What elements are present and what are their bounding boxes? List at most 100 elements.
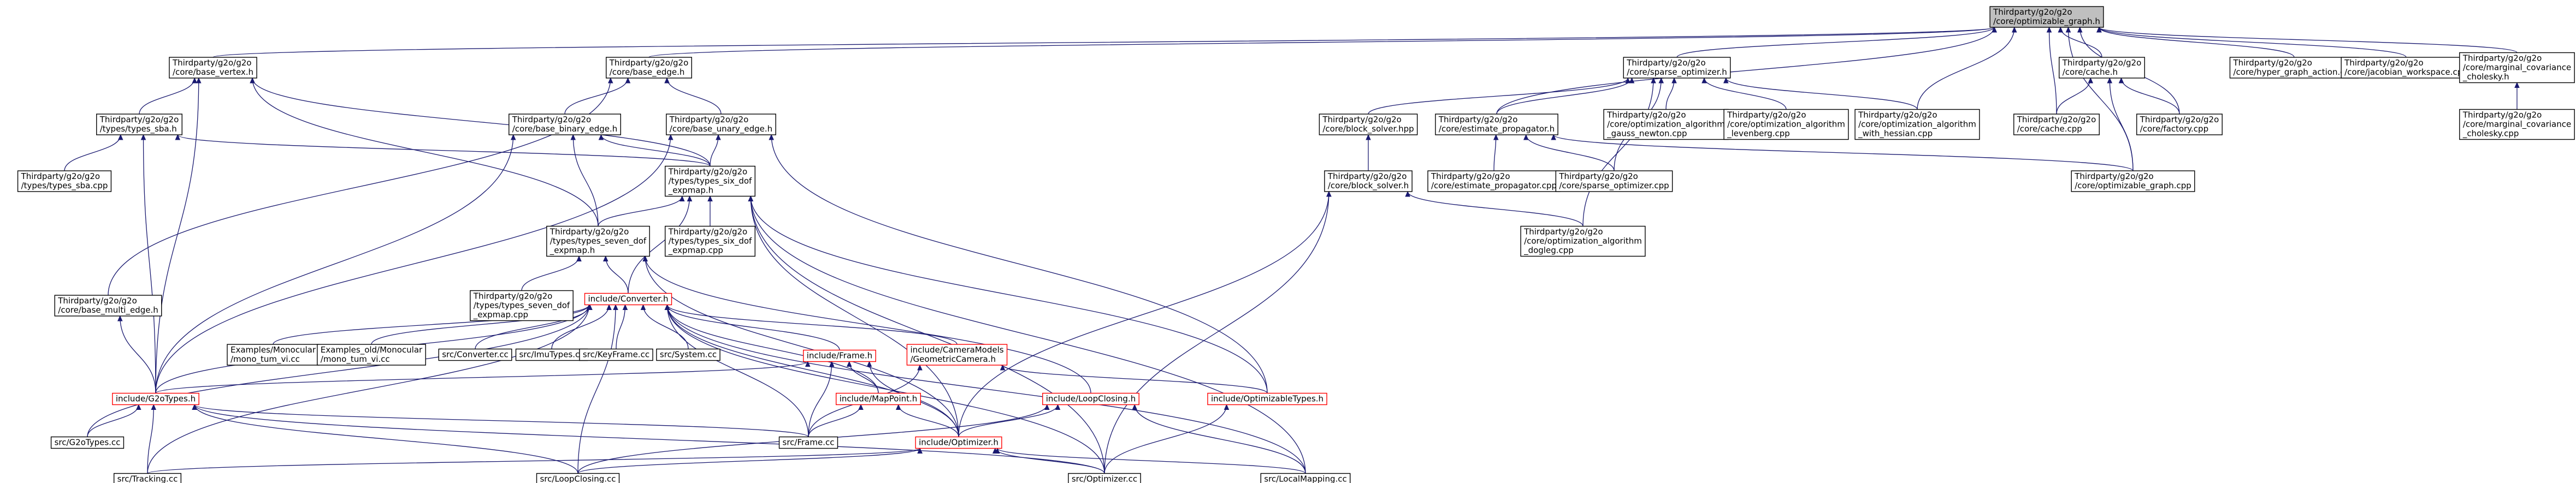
file-node-optimizer-h[interactable]: include/Optimizer.h (915, 436, 1002, 449)
file-node-estimate-propagator-cpp[interactable]: Thirdparty/g2o/g2o/core/estimate_propaga… (1427, 170, 1561, 192)
file-node-converter-cc[interactable]: src/Converter.cc (438, 348, 512, 361)
node-label-line: src/LocalMapping.cc (1264, 474, 1346, 483)
file-node-oa-gauss-newton-cpp[interactable]: Thirdparty/g2o/g2o/core/optimization_alg… (1603, 109, 1729, 140)
file-node-tracking-cc[interactable]: src/Tracking.cc (113, 473, 182, 483)
file-node-base-edge-h[interactable]: Thirdparty/g2o/g2o/core/base_edge.h (606, 57, 692, 79)
node-label-line: Thirdparty/g2o/g2o (668, 227, 748, 237)
include-edge (771, 134, 1268, 393)
node-label-line: /core/factory.cpp (2140, 124, 2208, 134)
file-node-types-six-dof-expmap-cpp[interactable]: Thirdparty/g2o/g2o/types/types_six_dof_e… (665, 225, 755, 257)
edge-arrowhead (769, 134, 774, 140)
node-box (665, 225, 755, 257)
edge-arrowhead (748, 195, 754, 201)
file-node-types-seven-dof-expmap-cpp[interactable]: Thirdparty/g2o/g2o/types/types_seven_dof… (470, 290, 574, 321)
file-node-base-unary-edge-h[interactable]: Thirdparty/g2o/g2o/core/base_unary_edge.… (666, 114, 776, 135)
file-node-cache-cpp[interactable]: Thirdparty/g2o/g2o/core/cache.cpp (2013, 114, 2100, 135)
file-node-optimizable-graph-cpp[interactable]: Thirdparty/g2o/g2o/core/optimizable_grap… (2071, 170, 2195, 192)
node-label-line: Thirdparty/g2o/g2o (1322, 115, 1402, 124)
file-node-oa-levenberg-cpp[interactable]: Thirdparty/g2o/g2o/core/optimization_alg… (1723, 109, 1849, 140)
file-node-optimizabletypes-h[interactable]: include/OptimizableTypes.h (1207, 392, 1327, 406)
edge-arrowhead (707, 195, 713, 201)
file-node-imutypes-cc[interactable]: src/ImuTypes.cc (515, 348, 588, 361)
file-node-types-sba-cpp[interactable]: Thirdparty/g2o/g2o/types/types_sba.cpp (17, 170, 112, 192)
file-node-types-sba-h[interactable]: Thirdparty/g2o/g2o/types/types_sba.h (96, 114, 182, 135)
file-node-marginal-covariance-cholesky-h[interactable]: Thirdparty/g2o/g2o/core/marginal_covaria… (2459, 52, 2575, 84)
include-edge (666, 305, 959, 437)
file-node-types-six-dof-expmap-h[interactable]: Thirdparty/g2o/g2o/types/types_six_dof_e… (665, 165, 755, 197)
file-node-base-multi-edge-h[interactable]: Thirdparty/g2o/g2o/core/base_multi_edge.… (54, 295, 162, 317)
file-node-jacobian-workspace-cpp[interactable]: Thirdparty/g2o/g2o/core/jacobian_workspa… (2341, 57, 2472, 79)
include-edge (139, 77, 195, 115)
include-edge (666, 305, 1306, 474)
edge-arrowhead (606, 304, 612, 310)
file-node-old-mono-tum-vi-cc[interactable]: Examples_old/Monocular/mono_tum_vi.cc (317, 344, 426, 366)
node-label-line: Thirdparty/g2o/g2o (2344, 58, 2424, 68)
file-node-cache-h[interactable]: Thirdparty/g2o/g2o/core/cache.h (2059, 57, 2145, 79)
node-label-line: include/G2oTypes.h (116, 394, 196, 404)
node-box (17, 170, 112, 192)
file-node-base-binary-edge-h[interactable]: Thirdparty/g2o/g2o/core/base_binary_edge… (509, 114, 621, 135)
node-label-line: include/Converter.h (588, 294, 668, 304)
node-label-line: Examples/Monocular (231, 345, 316, 355)
include-edge (572, 134, 599, 226)
file-node-g2otypes-h[interactable]: include/G2oTypes.h (112, 392, 199, 406)
node-box (113, 473, 182, 483)
file-node-g2otypes-cc[interactable]: src/G2oTypes.cc (50, 436, 125, 449)
file-node-frame-cc[interactable]: src/Frame.cc (778, 436, 838, 449)
node-label-line: _dogleg.cpp (1523, 246, 1574, 256)
node-label-line: Thirdparty/g2o/g2o (99, 115, 179, 124)
node-label-line: /core/estimate_propagator.h (1439, 124, 1555, 134)
file-node-optimizer-cc[interactable]: src/Optimizer.cc (1068, 473, 1141, 483)
edge-arrowhead (196, 77, 202, 84)
node-box (2136, 114, 2223, 135)
file-node-keyframe-cc[interactable]: src/KeyFrame.cc (579, 348, 653, 361)
node-label-line: src/KeyFrame.cc (583, 350, 649, 360)
file-node-oa-with-hessian-cpp[interactable]: Thirdparty/g2o/g2o/core/optimization_alg… (1854, 109, 1980, 140)
node-box (1324, 170, 1413, 192)
include-edge (1493, 134, 1497, 171)
edge-arrowhead (1551, 134, 1556, 140)
file-node-geometric-camera-h[interactable]: include/CameraModels/GeometricCamera.h (906, 344, 1008, 366)
node-label-line: Thirdparty/g2o/g2o (1438, 115, 1518, 124)
file-node-mappoint-h[interactable]: include/MapPoint.h (836, 392, 921, 406)
file-node-oa-dogleg-cpp[interactable]: Thirdparty/g2o/g2o/core/optimization_alg… (1520, 225, 1646, 257)
node-label-line: src/ImuTypes.cc (519, 350, 584, 360)
file-node-frame-h[interactable]: include/Frame.h (803, 349, 876, 362)
node-label-line: Thirdparty/g2o/g2o (21, 171, 101, 181)
file-node-mono-tum-vi-cc[interactable]: Examples/Monocular/mono_tum_vi.cc (227, 344, 320, 366)
file-node-optimizable-graph-h[interactable]: Thirdparty/g2o/g2o/core/optimizable_grap… (1989, 6, 2104, 28)
edge-arrowhead (2011, 26, 2017, 33)
file-node-hyper-graph-action-cpp[interactable]: Thirdparty/g2o/g2o/core/hyper_graph_acti… (2229, 57, 2359, 79)
file-node-block-solver-h[interactable]: Thirdparty/g2o/g2o/core/block_solver.h (1324, 170, 1413, 192)
file-node-localmapping-cc[interactable]: src/LocalMapping.cc (1260, 473, 1351, 483)
node-box (1723, 109, 1849, 140)
node-label-line: /core/estimate_propagator.cpp (1431, 181, 1557, 191)
file-node-converter-h[interactable]: include/Converter.h (584, 293, 672, 306)
file-node-types-seven-dof-expmap-h[interactable]: Thirdparty/g2o/g2o/types/types_seven_dof… (546, 225, 650, 257)
file-node-loopclosing-cc[interactable]: src/LoopClosing.cc (536, 473, 620, 483)
include-edge (1553, 134, 2134, 171)
edge-arrowhead (1493, 134, 1499, 140)
file-node-sparse-optimizer-cpp[interactable]: Thirdparty/g2o/g2o/core/sparse_optimizer… (1555, 170, 1673, 192)
edge-arrowhead (664, 304, 670, 310)
node-label-line: /GeometricCamera.h (910, 354, 996, 364)
file-node-base-vertex-h[interactable]: Thirdparty/g2o/g2o/core/base_vertex.h (169, 57, 257, 79)
node-box (169, 57, 257, 79)
node-label-line: _expmap.cpp (473, 310, 528, 320)
include-edge (1676, 27, 1995, 58)
file-node-marginal-covariance-cholesky-cpp[interactable]: Thirdparty/g2o/g2o/core/marginal_covaria… (2459, 109, 2575, 140)
edge-arrowhead (642, 255, 648, 261)
file-node-factory-cpp[interactable]: Thirdparty/g2o/g2o/core/factory.cpp (2136, 114, 2223, 135)
edge-arrowhead (664, 77, 670, 84)
file-node-loopclosing-h[interactable]: include/LoopClosing.h (1042, 392, 1139, 406)
file-node-system-cc[interactable]: src/System.cc (656, 348, 720, 361)
file-node-estimate-propagator-h[interactable]: Thirdparty/g2o/g2o/core/estimate_propaga… (1435, 114, 1558, 135)
node-box (606, 57, 692, 79)
file-node-block-solver-hpp[interactable]: Thirdparty/g2o/g2o/core/block_solver.hpp (1319, 114, 1418, 135)
include-edge (750, 196, 1306, 474)
file-node-sparse-optimizer-h[interactable]: Thirdparty/g2o/g2o/core/sparse_optimizer… (1623, 57, 1731, 79)
edge-arrowhead (576, 255, 582, 261)
include-edge (143, 134, 156, 393)
include-edge (252, 77, 711, 166)
edge-arrowhead (2088, 77, 2094, 84)
